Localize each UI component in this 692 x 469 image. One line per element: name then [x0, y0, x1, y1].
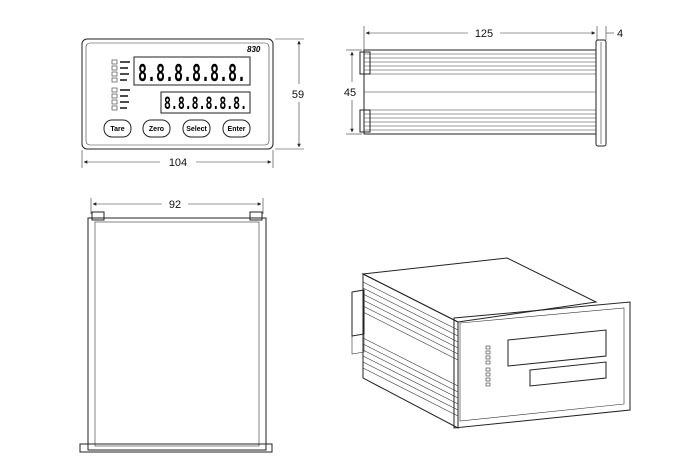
top-bezel	[79, 443, 273, 453]
top-width-value: 92	[169, 199, 181, 211]
side-depth-dimension: 125	[363, 26, 598, 50]
side-height-dimension: 45	[344, 49, 362, 135]
side-bottom-rail	[364, 109, 596, 131]
side-height-value: 45	[344, 87, 356, 99]
top-width-dimension: 92	[90, 198, 264, 214]
key-enter[interactable]: Enter	[222, 119, 251, 138]
top-clip-right	[249, 211, 263, 221]
key-select[interactable]: Select	[182, 119, 211, 138]
tare-button-label: Tare	[110, 126, 124, 133]
front-height-dimension: 59	[275, 38, 304, 150]
side-bezel	[595, 39, 607, 147]
top-view: 92	[79, 198, 273, 453]
iso-front-bezel	[453, 301, 631, 429]
led-captions	[120, 61, 130, 109]
secondary-display-digits: 8.8.8.8.8.8.	[164, 94, 247, 114]
iso-top-face	[361, 257, 598, 323]
key-tare[interactable]: Tare	[103, 119, 132, 138]
side-top-rail	[364, 53, 596, 75]
isometric-view	[351, 257, 631, 429]
front-panel-outline	[81, 38, 274, 150]
model-label: 830	[247, 45, 261, 54]
enter-button-label: Enter	[228, 126, 246, 133]
zero-button[interactable]	[142, 119, 171, 138]
top-body-inner	[94, 221, 260, 447]
side-view: 125 4 45	[344, 26, 623, 147]
front-width-dimension: 104	[81, 150, 274, 169]
side-clip-top	[359, 51, 371, 75]
front-panel-inner	[85, 42, 270, 146]
iso-side-rails	[362, 281, 459, 417]
iso-clip-top	[351, 289, 365, 337]
front-width-value: 104	[169, 157, 187, 169]
select-button-label: Select	[186, 126, 207, 133]
side-clip-bottom	[359, 109, 371, 133]
front-height-value: 59	[292, 89, 304, 101]
main-display-digits: 8.8.8.8.8.8.	[138, 61, 246, 87]
iso-leds	[485, 345, 491, 387]
tare-button[interactable]	[103, 119, 132, 138]
side-depth-value: 125	[475, 28, 493, 40]
secondary-display-window	[160, 91, 251, 114]
iso-secondary-display	[529, 361, 607, 387]
side-bezel-value: 4	[617, 28, 623, 40]
enter-button[interactable]	[222, 119, 251, 138]
front-view: 830 8.8.8.8.8.8. 8.8.8.8.8.8. Tare Zero …	[81, 38, 304, 169]
zero-button-label: Zero	[149, 126, 164, 133]
main-display-window	[133, 56, 251, 86]
side-bezel-dimension: 4	[605, 26, 623, 40]
top-body-outline	[87, 217, 267, 451]
key-zero[interactable]: Zero	[142, 119, 171, 138]
top-clip-left	[91, 211, 105, 221]
led-indicators	[111, 59, 118, 111]
iso-main-display	[507, 329, 607, 367]
select-button[interactable]	[182, 119, 211, 138]
iso-front-bezel-inner	[459, 307, 625, 422]
